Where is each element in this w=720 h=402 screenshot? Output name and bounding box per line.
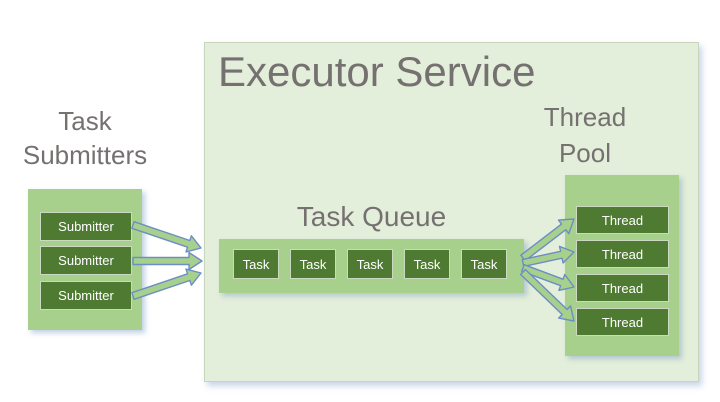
thread-box: Thread: [576, 206, 669, 234]
thread-box: Thread: [576, 308, 669, 336]
executor-service-title: Executor Service: [218, 48, 536, 95]
submitter-box: Submitter: [40, 246, 132, 275]
thread-box: Thread: [576, 240, 669, 268]
submitter-box: Submitter: [40, 281, 132, 310]
task-submitters-label-line1: Task: [58, 106, 112, 136]
task-box: Task: [461, 249, 507, 279]
submitter-arrow-1: [131, 220, 202, 253]
task-box: Task: [290, 249, 336, 279]
task-submitters-label: Task Submitters: [10, 104, 160, 172]
task-queue-label: Task Queue: [296, 201, 447, 232]
executor-service-box: Executor Service Task Queue Task Task Ta…: [204, 42, 699, 382]
task-box: Task: [233, 249, 279, 279]
task-box: Task: [347, 249, 393, 279]
submitter-arrow-2: [132, 251, 203, 271]
task-box: Task: [404, 249, 450, 279]
thread-pool-label-line2: Pool: [558, 138, 612, 168]
task-submitters-container: Submitter Submitter Submitter: [28, 189, 142, 330]
submitter-box: Submitter: [40, 212, 132, 241]
thread-pool-label-line1: Thread: [543, 102, 627, 132]
task-queue-bar: Task Task Task Task Task: [219, 239, 524, 293]
submitter-arrow-3: [131, 268, 202, 300]
thread-pool-container: Thread Thread Thread Thread: [565, 175, 679, 356]
thread-pool-label: Thread Pool: [505, 99, 665, 171]
task-submitters-label-line2: Submitters: [22, 140, 148, 170]
thread-box: Thread: [576, 274, 669, 302]
